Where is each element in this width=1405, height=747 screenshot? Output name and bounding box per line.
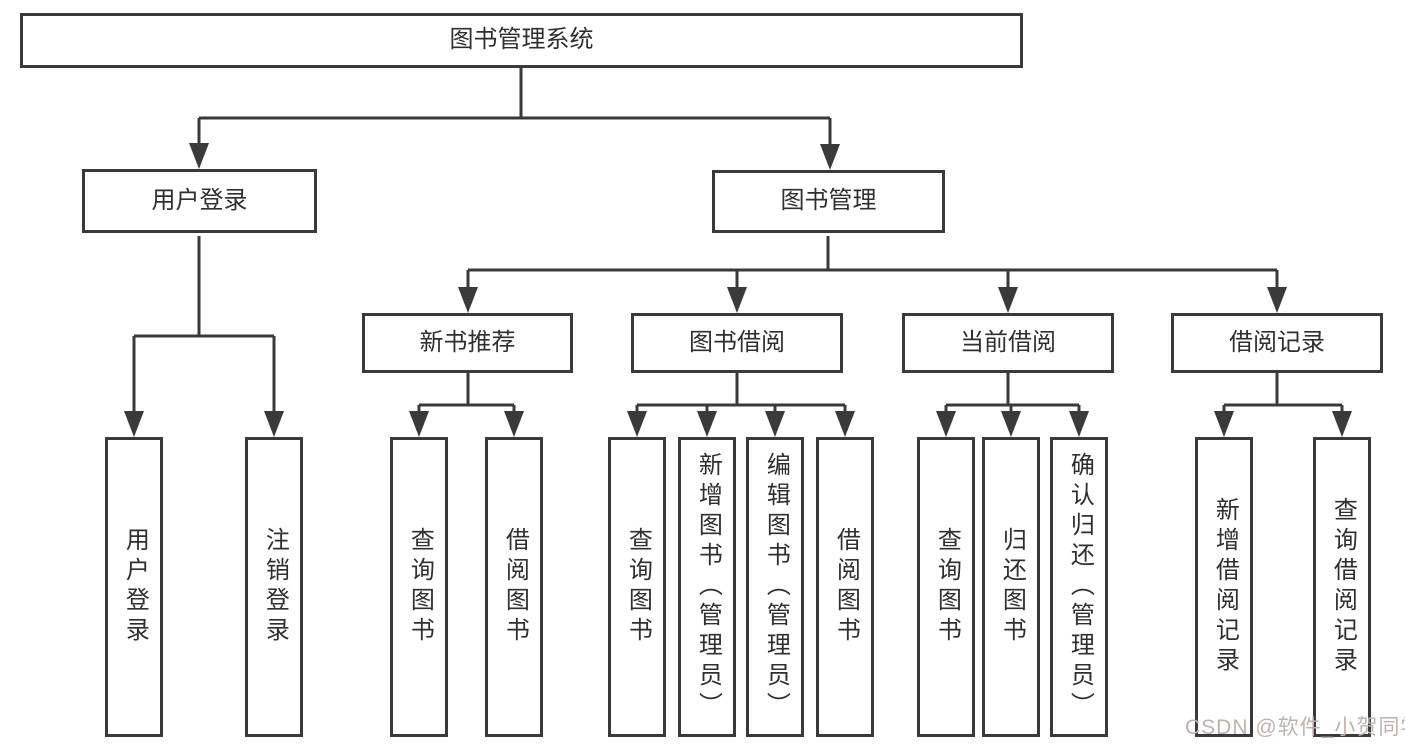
leaf-newbook-borrow-books: 借阅图书 bbox=[485, 437, 543, 737]
leaf-borrow-borrow-books: 借阅图书 bbox=[816, 437, 874, 737]
arrowhead bbox=[1069, 411, 1089, 437]
arrowhead bbox=[504, 411, 524, 437]
node-user-login-branch: 用户登录 bbox=[82, 169, 317, 233]
leaf-borrow-query-books: 查询图书 bbox=[608, 437, 666, 737]
leaf-current-return-books: 归还图书 bbox=[982, 437, 1040, 737]
connector-book-borrow bbox=[635, 373, 847, 412]
arrowhead bbox=[727, 287, 747, 313]
node-book-borrow: 图书借阅 bbox=[631, 313, 843, 373]
leaf-newbook-query-books: 查询图书 bbox=[390, 437, 448, 737]
leaf-borrow-add-books-admin: 新增图书（管理员） bbox=[678, 437, 736, 737]
arrowhead bbox=[458, 287, 478, 313]
connector-book-management bbox=[466, 236, 1279, 288]
connector-borrow-records bbox=[1222, 373, 1344, 412]
connector-new-book bbox=[417, 373, 516, 412]
node-book-management: 图书管理 bbox=[712, 170, 945, 233]
leaf-records-add-record: 新增借阅记录 bbox=[1195, 437, 1253, 737]
leaf-borrow-edit-books-admin: 编辑图书（管理员） bbox=[746, 437, 804, 737]
leaf-current-confirm-return-admin: 确认归还（管理员） bbox=[1050, 437, 1108, 737]
node-borrow-records: 借阅记录 bbox=[1171, 313, 1383, 373]
connector-user-login bbox=[132, 236, 276, 412]
arrowhead bbox=[409, 411, 429, 437]
arrowhead bbox=[1332, 411, 1352, 437]
arrowhead bbox=[1001, 411, 1021, 437]
arrowhead bbox=[1267, 287, 1287, 313]
arrowhead bbox=[264, 411, 284, 437]
arrowhead bbox=[189, 143, 209, 169]
arrowhead bbox=[936, 411, 956, 437]
leaf-records-query-record: 查询借阅记录 bbox=[1313, 437, 1371, 737]
node-root: 图书管理系统 bbox=[20, 13, 1023, 68]
arrowhead bbox=[627, 411, 647, 437]
arrowhead bbox=[835, 411, 855, 437]
node-current-borrow: 当前借阅 bbox=[902, 313, 1114, 373]
leaf-current-query-books: 查询图书 bbox=[917, 437, 975, 737]
arrowhead bbox=[998, 287, 1018, 313]
csdn-watermark: CSDN @软件_小贺同学 bbox=[1185, 716, 1405, 739]
connector-root bbox=[197, 68, 832, 144]
leaf-logout: 注销登录 bbox=[245, 437, 303, 737]
arrowhead bbox=[697, 411, 717, 437]
leaf-user-login: 用户登录 bbox=[105, 437, 163, 737]
arrowhead bbox=[124, 411, 144, 437]
arrowhead bbox=[765, 411, 785, 437]
connector-current-borrow bbox=[944, 373, 1081, 412]
node-new-book-recommend: 新书推荐 bbox=[362, 313, 573, 373]
arrowhead bbox=[1214, 411, 1234, 437]
arrowhead bbox=[820, 144, 840, 170]
